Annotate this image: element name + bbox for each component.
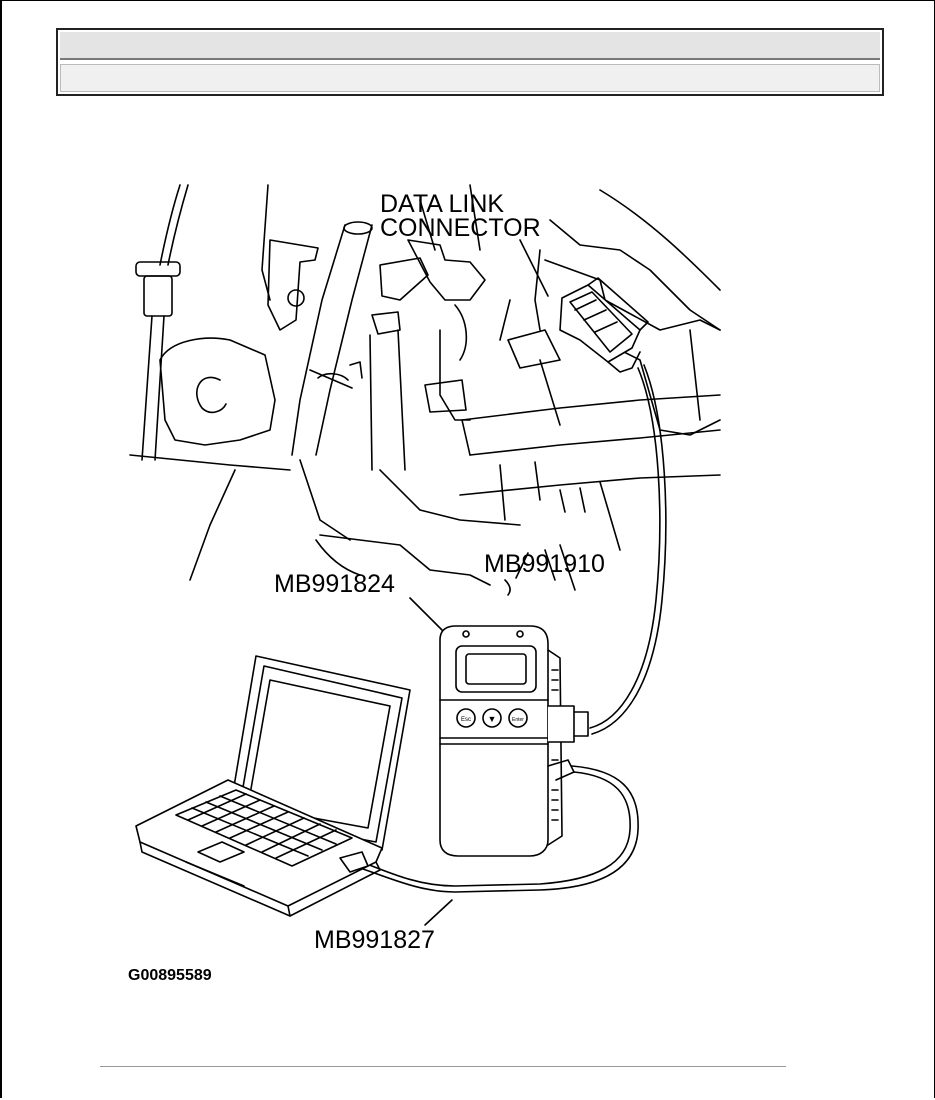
data-link-connector [559,277,649,373]
header-title-bar [60,32,880,60]
mb991827-leader-line [424,899,453,926]
vci-down-button-label: ▼ [488,714,497,724]
label-mb991824: MB991824 [274,570,395,598]
under-dash-illustration [129,184,721,596]
label-data-link-connector-line2: CONNECTOR [380,214,541,242]
mb991824-leader-line [409,597,449,637]
vci-enter-button-label: Enter [512,717,524,723]
header-box [56,28,884,96]
label-mb991910: MB991910 [484,550,605,578]
vci-device-mb991824 [439,625,589,857]
figure-id: G00895589 [128,967,212,984]
label-mb991827: MB991827 [314,926,435,954]
mb991910-leader-line [515,552,529,579]
header-subtitle-bar [60,64,880,92]
dlc-leader-line [519,239,549,297]
laptop-computer [135,655,411,917]
vci-esc-button-label: Esc [461,717,471,723]
footer-rule [100,1066,786,1067]
label-data-link-connector-line1: DATA LINK [380,190,504,218]
usb-cable-mb991827 [359,765,639,893]
cable-mb991910 [589,364,667,735]
